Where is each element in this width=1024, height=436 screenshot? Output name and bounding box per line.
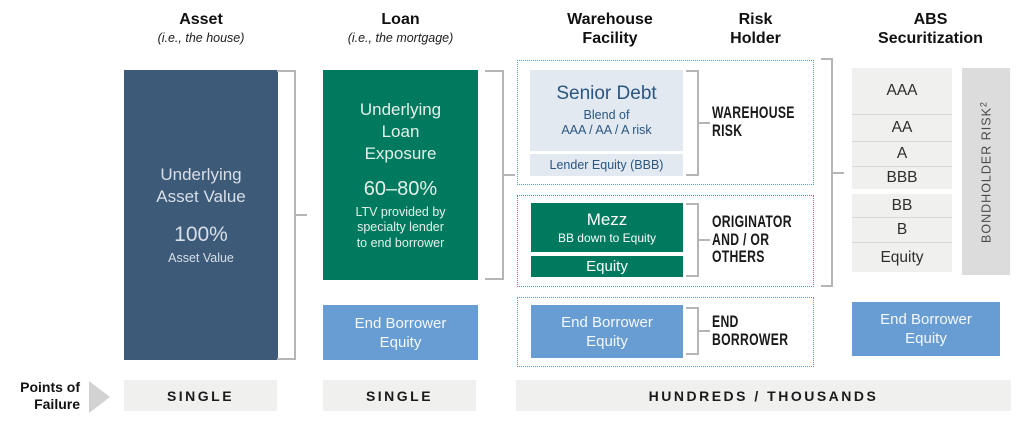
abs-column-header: ABS Securitization bbox=[843, 10, 1018, 48]
mezz-subtitle: BB down to Equity bbox=[557, 231, 657, 245]
loan-to-warehouse-bracket bbox=[485, 70, 515, 280]
end-borrower-risk-bracket bbox=[686, 307, 710, 355]
loan-title: Loan bbox=[381, 11, 420, 28]
originator-equity-label: Equity bbox=[586, 258, 628, 275]
warehouse-end-borrower-equity-label: End Borrower Equity bbox=[561, 313, 653, 350]
asset-column-header: Asset (i.e., the house) bbox=[124, 10, 278, 46]
asset-box-caption: Asset Value bbox=[168, 250, 234, 265]
tranche-row-equity: Equity bbox=[852, 242, 952, 272]
failure-bar-asset: SINGLE bbox=[124, 380, 277, 411]
points-of-failure-arrow-icon bbox=[89, 381, 110, 413]
lender-equity-box: Lender Equity (BBB) bbox=[530, 154, 683, 176]
footnote-marker: 2 bbox=[978, 100, 989, 107]
warehouse-risk-label: WAREHOUSE RISK bbox=[712, 104, 795, 140]
asset-box-title: Underlying Asset Value bbox=[156, 164, 246, 206]
bondholder-risk-label: BONDHOLDER RISK2 bbox=[978, 100, 994, 243]
warehouse-title: Warehouse Facility bbox=[567, 11, 653, 47]
warehouse-risk-bracket bbox=[686, 70, 710, 176]
lender-equity-label: Lender Equity (BBB) bbox=[549, 158, 664, 172]
failure-bar-securitized: HUNDREDS / THOUSANDS bbox=[516, 380, 1011, 411]
tranche-row-b: B bbox=[852, 217, 952, 242]
warehouse-end-borrower-equity-box: End Borrower Equity bbox=[531, 305, 683, 358]
tranche-row-aa: AA bbox=[852, 114, 952, 141]
abs-tranche-stack: AAA AA A BBB BB B Equity bbox=[852, 68, 952, 272]
asset-title: Asset bbox=[179, 11, 223, 28]
originator-risk-bracket bbox=[686, 203, 710, 277]
tranche-row-a: A bbox=[852, 141, 952, 166]
originator-equity-box: Equity bbox=[531, 256, 683, 277]
warehouse-to-abs-bracket bbox=[821, 58, 844, 287]
tranche-row-aaa: AAA bbox=[852, 68, 952, 114]
loan-box-caption: LTV provided by specialty lender to end … bbox=[355, 204, 446, 250]
senior-debt-subtitle: Blend of AAA / AA / A risk bbox=[561, 108, 652, 137]
warehouse-risk-frame bbox=[517, 60, 814, 185]
asset-box-value: 100% bbox=[174, 222, 228, 246]
risk-holder-title: Risk Holder bbox=[730, 11, 781, 47]
end-borrower-risk-label: END BORROWER bbox=[712, 313, 789, 349]
loan-equity-label: End Borrower Equity bbox=[354, 314, 447, 351]
loan-box-title: Underlying Loan Exposure bbox=[359, 99, 442, 163]
mezz-title: Mezz bbox=[586, 210, 628, 229]
warehouse-column-header: Warehouse Facility bbox=[520, 10, 700, 48]
abs-end-borrower-equity-label: End Borrower Equity bbox=[880, 311, 972, 347]
loan-box-value: 60–80% bbox=[363, 177, 438, 200]
mezz-box: Mezz BB down to Equity bbox=[531, 203, 683, 252]
abs-end-borrower-equity-box: End Borrower Equity bbox=[852, 302, 1000, 356]
loan-column-header: Loan (i.e., the mortgage) bbox=[323, 10, 478, 46]
tranche-row-bbb: BBB bbox=[852, 166, 952, 189]
abs-title: ABS Securitization bbox=[878, 11, 983, 47]
underlying-asset-value-box: Underlying Asset Value 100% Asset Value bbox=[124, 70, 278, 360]
risk-holder-column-header: Risk Holder bbox=[693, 10, 818, 48]
originator-risk-frame bbox=[517, 195, 814, 287]
end-borrower-risk-frame bbox=[517, 297, 814, 367]
loan-subtitle: (i.e., the mortgage) bbox=[347, 31, 454, 45]
failure-bar-loan: SINGLE bbox=[323, 380, 476, 411]
senior-debt-box: Senior Debt Blend of AAA / AA / A risk bbox=[530, 70, 683, 151]
underlying-loan-exposure-box: Underlying Loan Exposure 60–80% LTV prov… bbox=[323, 70, 478, 280]
loan-end-borrower-equity-box: End Borrower Equity bbox=[323, 305, 478, 360]
asset-subtitle: (i.e., the house) bbox=[157, 31, 245, 45]
bondholder-risk-strip: BONDHOLDER RISK2 bbox=[962, 68, 1010, 275]
tranche-row-bb: BB bbox=[852, 194, 952, 217]
originator-risk-label: ORIGINATOR AND / OR OTHERS bbox=[712, 213, 792, 266]
asset-to-loan-bracket bbox=[277, 70, 307, 360]
senior-debt-title: Senior Debt bbox=[556, 83, 657, 104]
points-of-failure-label: Points of Failure bbox=[20, 379, 80, 412]
